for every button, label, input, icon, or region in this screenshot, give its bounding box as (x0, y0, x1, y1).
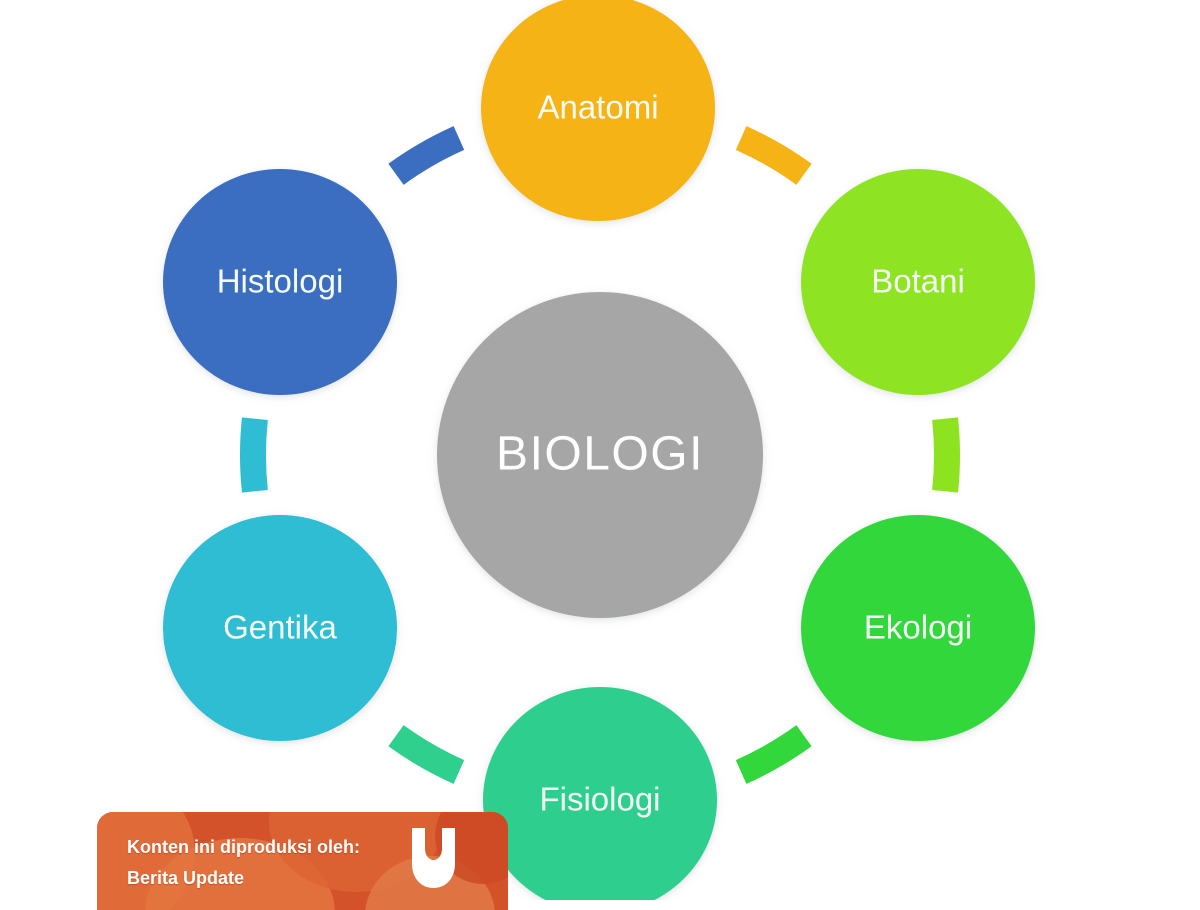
connector-botani-to-ekologi (932, 417, 960, 493)
hub-label: BIOLOGI (496, 428, 704, 481)
node-circle-botani[interactable] (801, 169, 1035, 395)
node-label-fisiologi: Fisiologi (539, 781, 660, 818)
watermark-text: Konten ini diproduksi oleh: Berita Updat… (127, 832, 360, 894)
watermark-line-1: Konten ini diproduksi oleh: (127, 837, 360, 857)
node-circle-fisiologi[interactable] (483, 687, 717, 900)
connector-histologi-to-anatomi (388, 126, 465, 185)
connector-gentika-to-histologi (240, 417, 268, 493)
watermark-line-2: Berita Update (127, 868, 245, 888)
node-label-gentika: Gentika (223, 609, 337, 646)
node-ekologi[interactable]: Ekologi (801, 515, 1035, 741)
node-anatomi[interactable]: Anatomi (481, 0, 715, 221)
node-fisiologi[interactable]: Fisiologi (483, 687, 717, 900)
watermark-blob-pattern (97, 812, 508, 910)
node-circle-anatomi[interactable] (481, 0, 715, 221)
node-label-botani: Botani (871, 263, 965, 300)
kumparan-u-logo-icon (412, 828, 455, 888)
node-botani[interactable]: Botani (801, 169, 1035, 395)
node-gentika[interactable]: Gentika (163, 515, 397, 741)
node-circle-ekologi[interactable] (801, 515, 1035, 741)
node-circle-gentika[interactable] (163, 515, 397, 741)
connector-ekologi-to-fisiologi (735, 725, 812, 784)
node-label-ekologi: Ekologi (864, 609, 972, 646)
connector-fisiologi-to-gentika (388, 725, 465, 784)
watermark-banner: Konten ini diproduksi oleh: Berita Updat… (97, 812, 508, 910)
connector-arcs (240, 126, 960, 784)
hub-node-biologi[interactable]: BIOLOGI (437, 292, 763, 618)
node-label-histologi: Histologi (217, 263, 344, 300)
hub-circle[interactable] (437, 292, 763, 618)
node-label-anatomi: Anatomi (537, 89, 658, 126)
connector-anatomi-to-botani (735, 126, 812, 185)
node-histologi[interactable]: Histologi (163, 169, 397, 395)
node-circle-histologi[interactable] (163, 169, 397, 395)
